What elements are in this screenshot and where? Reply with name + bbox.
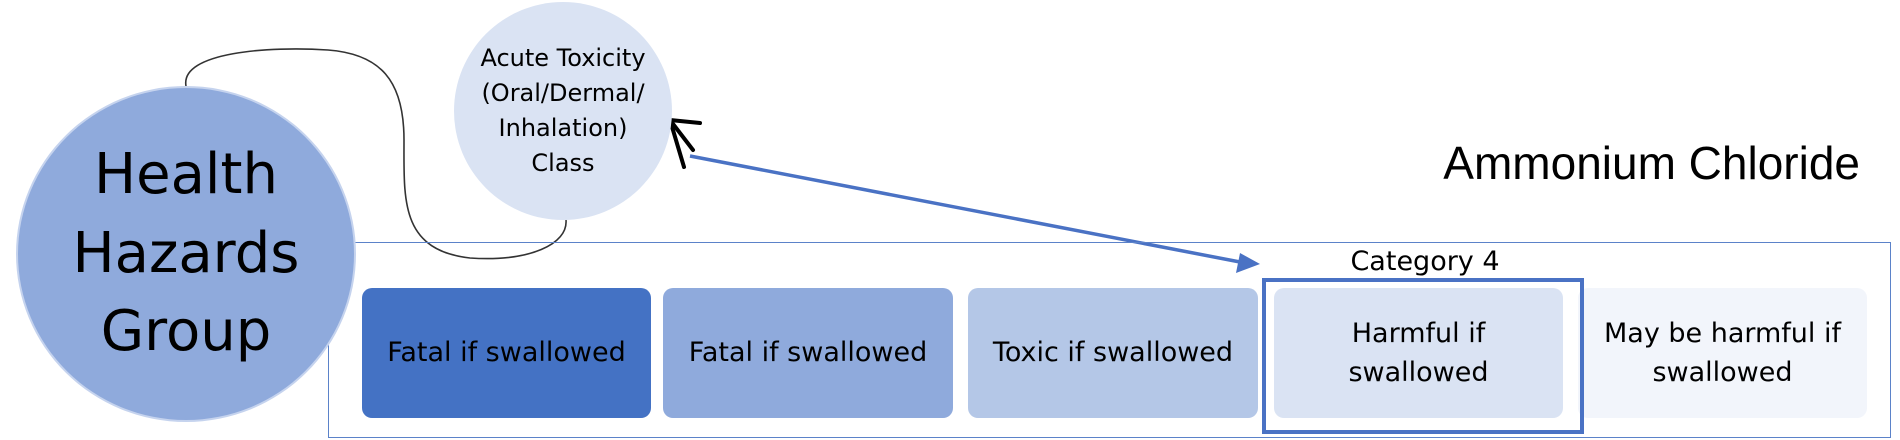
- category-box-4: Harmful if swallowed: [1274, 288, 1563, 418]
- category-box-1: Fatal if swallowed: [362, 288, 651, 418]
- selected-category-highlight: [1262, 278, 1584, 434]
- category-box-3: Toxic if swallowed: [968, 288, 1258, 418]
- category-box-5: May be harmful if swallowed: [1578, 288, 1867, 418]
- acute-toxicity-class-circle: Acute Toxicity (Oral/Dermal/ Inhalation)…: [454, 2, 672, 220]
- category-box-2: Fatal if swallowed: [663, 288, 953, 418]
- arrowhead-chevron-icon: [668, 118, 702, 169]
- health-hazards-group-circle: Health Hazards Group: [16, 86, 356, 422]
- selected-category-label: Category 4: [1350, 246, 1500, 277]
- substance-name: Ammonium Chloride: [1443, 137, 1860, 189]
- health-hazards-group-label: Health Hazards Group: [72, 142, 300, 365]
- acute-toxicity-class-label: Acute Toxicity (Oral/Dermal/ Inhalation)…: [480, 44, 646, 177]
